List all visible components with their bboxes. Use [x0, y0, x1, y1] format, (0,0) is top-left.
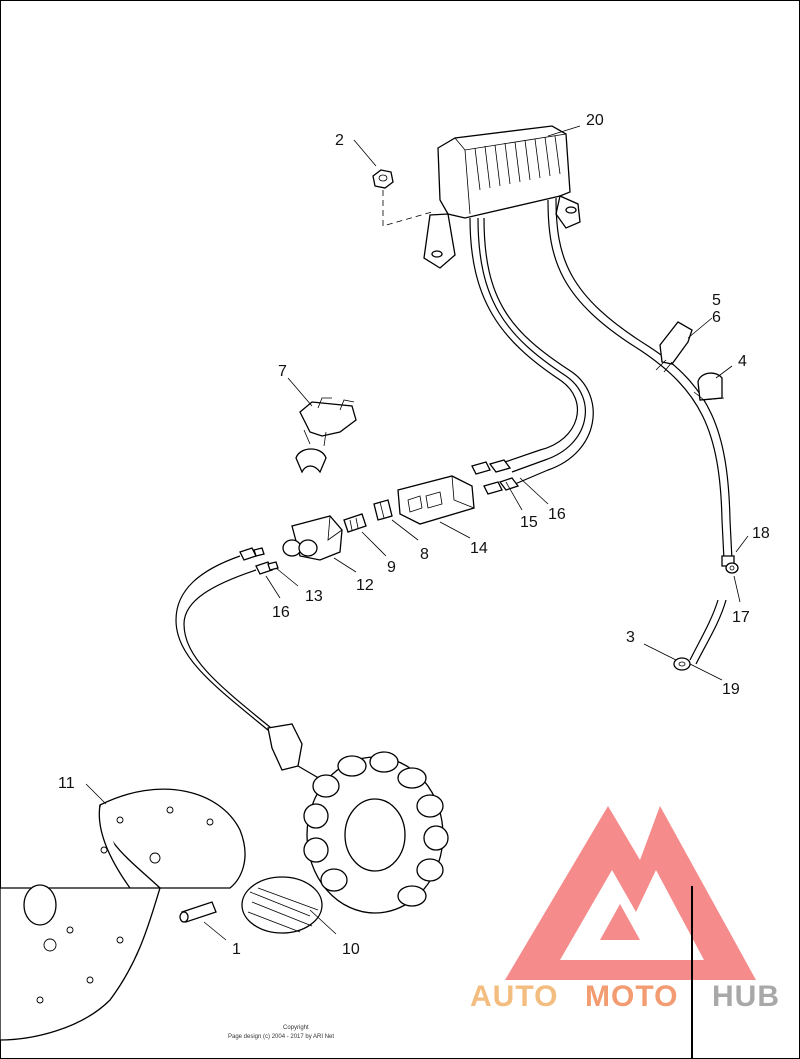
logo-triangle-icon [505, 806, 756, 980]
callout-14: 14 [470, 540, 488, 557]
regulator-wires [469, 197, 733, 561]
copyright-line1: Copyright [283, 1025, 309, 1031]
callout-16-upper: 16 [548, 506, 566, 523]
wire-terminals-lower [175, 547, 323, 781]
wire-clamp [693, 372, 725, 401]
callout-16-lower: 16 [272, 604, 290, 621]
callout-11: 11 [58, 775, 75, 792]
callout-1: 1 [232, 941, 241, 958]
callout-10: 10 [342, 941, 360, 958]
callout-12: 12 [356, 577, 374, 594]
ring-terminal [721, 555, 739, 574]
callout-2: 2 [335, 132, 344, 149]
copyright: Copyright Page design (c) 2004 - 2017 by… [228, 1025, 334, 1040]
cable-clip [655, 321, 693, 373]
wedge-lock-9 [343, 513, 367, 533]
watermark-logo: AUTO MOTO HUB [470, 806, 780, 1013]
callout-18: 18 [752, 525, 770, 542]
bolt [179, 901, 217, 923]
callout-19: 19 [722, 681, 740, 698]
connector-housing-12 [282, 515, 343, 561]
stator [241, 751, 449, 934]
callout-3: 3 [626, 629, 635, 646]
ground-cable [673, 599, 727, 671]
leader-lines [85, 125, 749, 941]
watermark-moto: MOTO [585, 980, 678, 1013]
watermark-hub: HUB [712, 980, 780, 1013]
connector-housing-14 [397, 475, 475, 525]
callout-6: 6 [712, 309, 721, 326]
callout-8: 8 [420, 546, 429, 563]
callout-5: 5 [712, 292, 721, 309]
wire-terminals-upper [471, 459, 520, 495]
copyright-line2: Page design (c) 2004 - 2017 by ARI Net [228, 1034, 334, 1040]
callout-9: 9 [387, 559, 396, 576]
callout-4: 4 [738, 353, 747, 370]
callout-labels: 2 20 5 6 4 7 15 16 14 8 9 12 13 16 18 17… [58, 112, 770, 958]
callout-17: 17 [732, 609, 750, 626]
callout-7: 7 [278, 363, 287, 380]
secondary-lock-8 [373, 499, 393, 521]
wire-clip [295, 397, 357, 474]
nut [372, 169, 433, 227]
voltage-regulator [423, 125, 581, 269]
rotor [0, 788, 246, 1041]
callout-20: 20 [586, 112, 604, 129]
callout-15: 15 [520, 514, 538, 531]
callout-13: 13 [305, 588, 323, 605]
watermark-auto: AUTO [470, 980, 558, 1013]
